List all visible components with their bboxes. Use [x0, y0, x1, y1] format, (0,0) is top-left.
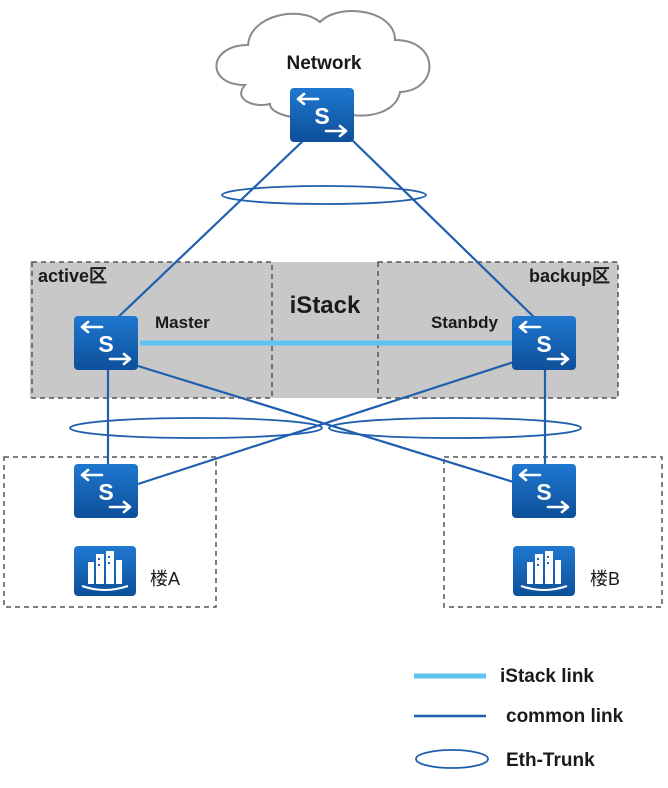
backup-zone — [377, 261, 619, 399]
eth-trunk-group — [69, 185, 582, 439]
building-a-label: 楼A — [150, 569, 180, 589]
common-links — [106, 137, 547, 486]
access-switch-b: S — [510, 462, 578, 520]
switch-label: S — [314, 103, 329, 129]
cloud-label: Network — [287, 53, 362, 74]
switch-label: S — [536, 479, 551, 505]
building-icon — [512, 545, 576, 597]
istack-label: iStack — [290, 292, 361, 319]
eth-trunk-b — [328, 417, 582, 439]
building-icon — [73, 545, 137, 597]
standby-label: Stanbdy — [431, 313, 499, 332]
switch-label: S — [536, 331, 551, 357]
building-a-area — [3, 456, 217, 608]
building-b-area — [443, 456, 663, 608]
standby-switch: S — [510, 314, 578, 372]
legend: iStack link common link Eth-Trunk — [414, 666, 624, 771]
legend-common-label: common link — [506, 706, 624, 727]
eth-trunk-a — [69, 417, 323, 439]
active-zone — [31, 261, 273, 399]
backup-zone-label: backup区 — [529, 266, 610, 286]
legend-eth-trunk-swatch — [415, 749, 489, 769]
link-standby-access-a — [137, 358, 521, 486]
legend-istack-label: iStack link — [500, 666, 594, 687]
building-b-label: 楼B — [590, 569, 620, 589]
access-switch-a: S — [72, 462, 140, 520]
link-core-standby — [349, 137, 541, 324]
core-switch: S — [288, 86, 356, 144]
active-zone-label: active区 — [38, 266, 107, 286]
cloud-icon — [215, 10, 431, 119]
master-label: Master — [155, 313, 210, 332]
master-switch: S — [72, 314, 140, 372]
link-master-access-b — [137, 364, 521, 486]
eth-trunk-core — [221, 185, 427, 205]
legend-eth-trunk-label: Eth-Trunk — [506, 750, 595, 771]
link-core-master — [111, 137, 307, 324]
switch-label: S — [98, 331, 113, 357]
switch-label: S — [98, 479, 113, 505]
